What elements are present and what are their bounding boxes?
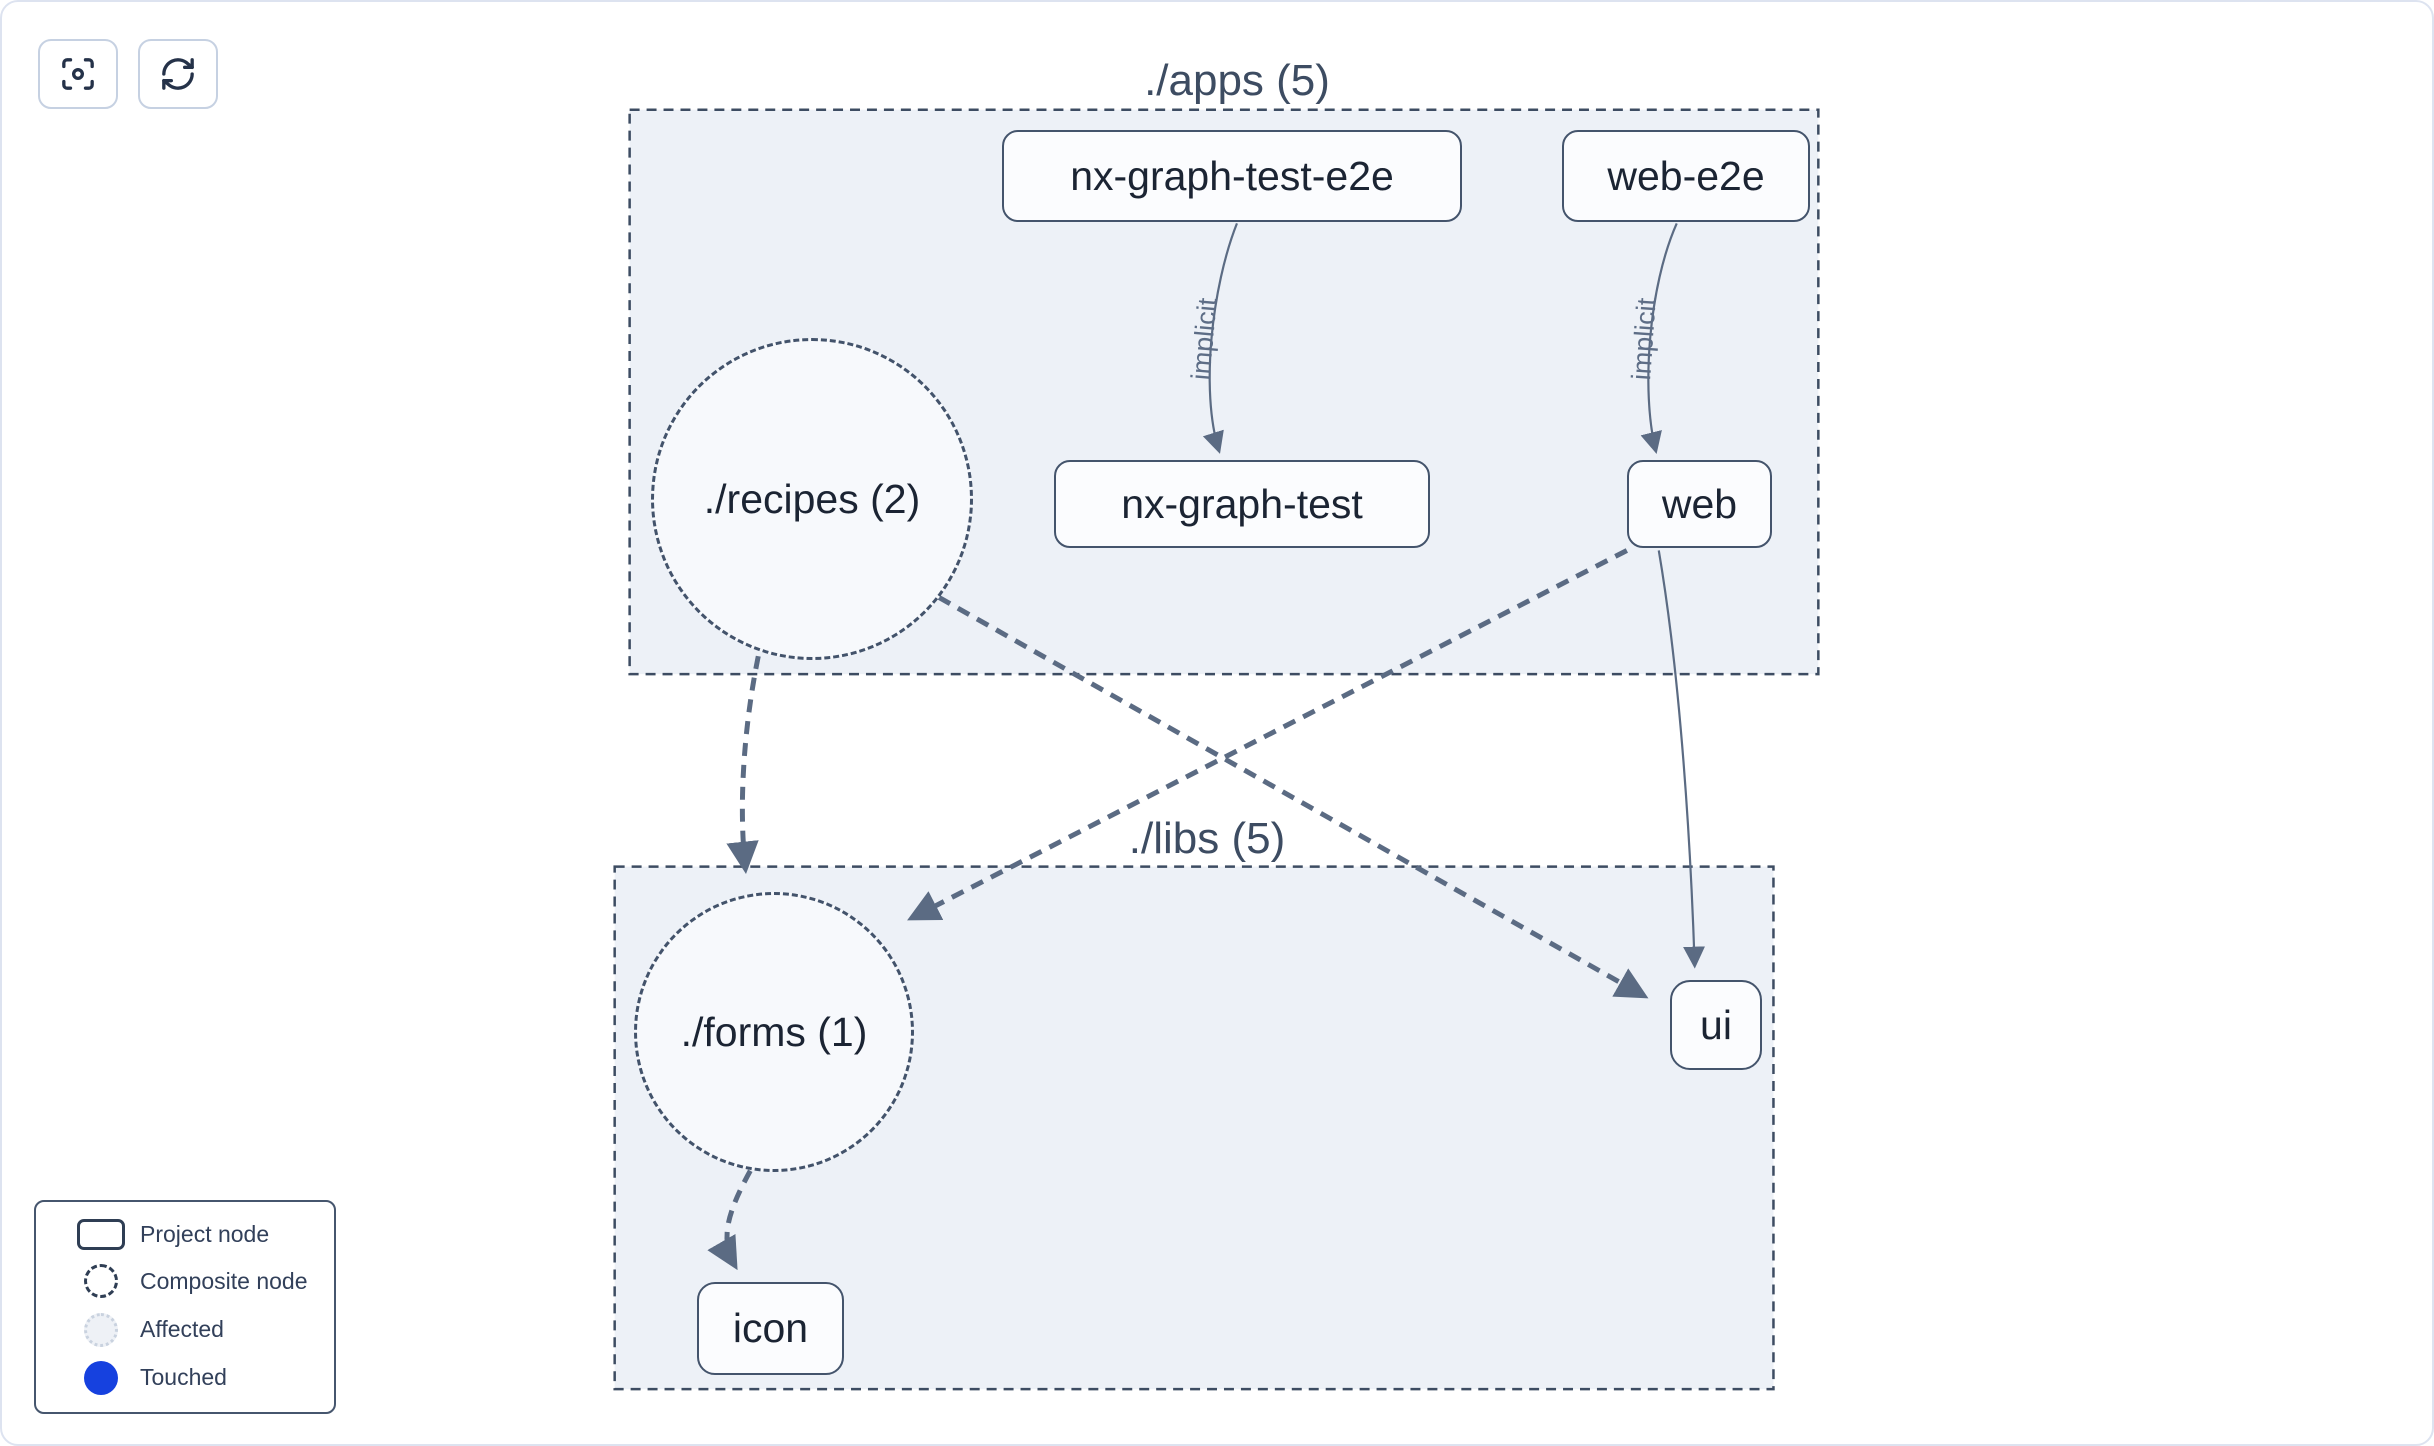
node-forms-composite[interactable]: ./forms (1) (634, 892, 914, 1172)
composite-node-swatch (84, 1264, 118, 1299)
focus-icon (58, 54, 98, 94)
legend-item-touched: Touched (62, 1360, 334, 1395)
node-nx-graph-test-e2e[interactable]: nx-graph-test-e2e (1002, 130, 1462, 222)
focus-button[interactable] (38, 39, 118, 109)
touched-swatch (84, 1360, 118, 1395)
refresh-button[interactable] (138, 39, 218, 109)
node-recipes-composite[interactable]: ./recipes (2) (651, 338, 973, 660)
edge-label-implicit-1: implicit (1186, 296, 1223, 381)
group-title-libs: ./libs (5) (1128, 814, 1286, 863)
legend-item-affected: Affected (62, 1312, 334, 1347)
edge-web-to-forms (907, 548, 1629, 921)
refresh-icon (158, 54, 198, 94)
legend-item-composite-node: Composite node (62, 1264, 334, 1299)
affected-swatch (84, 1312, 118, 1347)
node-nx-graph-test[interactable]: nx-graph-test (1054, 460, 1430, 548)
edge-web-e2e-to-web (1640, 222, 1678, 454)
legend-item-project-node: Project node (62, 1219, 334, 1251)
edge-recipes-to-forms (726, 655, 761, 875)
node-ui[interactable]: ui (1670, 980, 1762, 1070)
node-icon[interactable]: icon (697, 1282, 844, 1375)
node-web-e2e[interactable]: web-e2e (1562, 130, 1810, 222)
legend-label: Touched (140, 1364, 227, 1391)
legend-label: Affected (140, 1316, 224, 1343)
edge-label-implicit-2: implicit (1626, 296, 1662, 381)
legend-label: Project node (140, 1221, 270, 1248)
project-node-swatch (77, 1219, 125, 1251)
legend: Project node Composite node Affected Tou… (34, 1200, 336, 1414)
node-web[interactable]: web (1627, 460, 1772, 548)
edge-web-to-ui (1657, 550, 1706, 969)
legend-label: Composite node (140, 1267, 308, 1294)
edge-recipes-to-ui (937, 595, 1649, 999)
edge-nx-graph-test-e2e-to-nx-graph-test (1202, 222, 1238, 454)
edge-forms-to-icon (707, 1169, 753, 1271)
group-title-apps: ./apps (5) (1144, 56, 1330, 105)
